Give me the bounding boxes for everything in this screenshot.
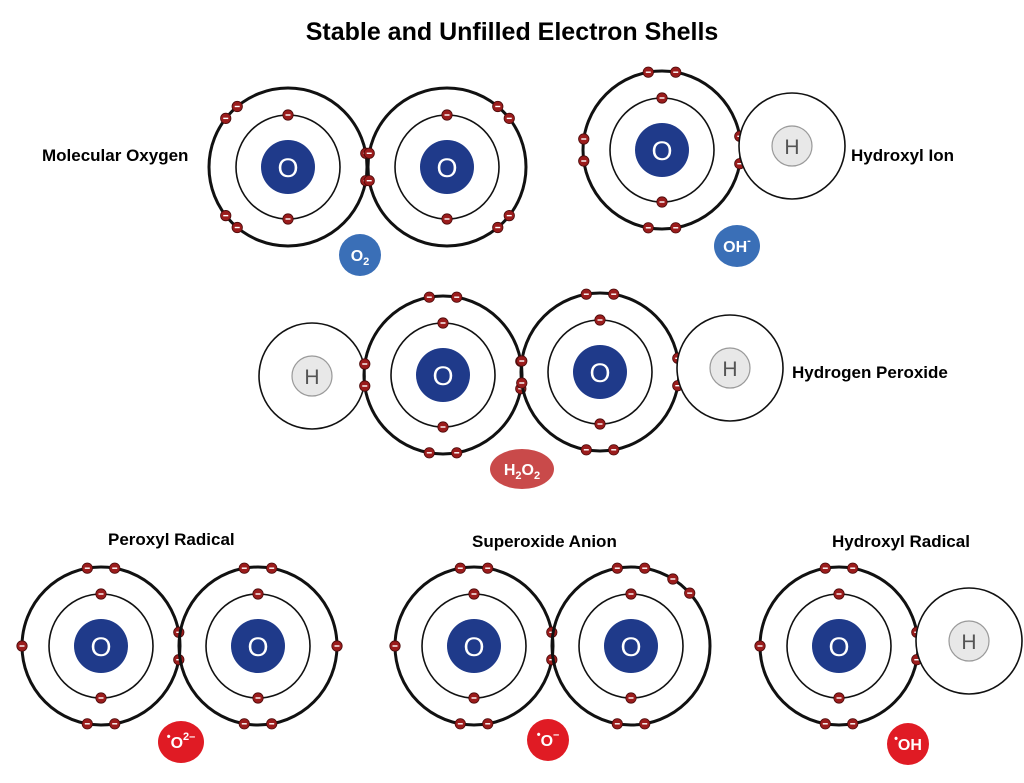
hydrogen-nucleus bbox=[291, 355, 333, 397]
outer-shell bbox=[550, 565, 712, 727]
oxygen-nucleus bbox=[812, 619, 866, 673]
hydrogen-symbol: H bbox=[304, 366, 319, 389]
oxygen-atom-oh-ion: O bbox=[578, 66, 746, 234]
formula-text: •O– bbox=[537, 729, 559, 750]
formula-text: H2O2 bbox=[504, 462, 540, 482]
label-hydroxyl-ion: Hydroxyl Ion bbox=[851, 146, 954, 165]
oxygen-symbol: O bbox=[90, 632, 111, 662]
label-peroxyl-radical: Peroxyl Radical bbox=[108, 530, 235, 549]
oxygen-nucleus bbox=[447, 619, 501, 673]
page-title: Stable and Unfilled Electron Shells bbox=[305, 18, 719, 46]
hydrogen-atom-hp-right: H bbox=[676, 314, 784, 422]
formula-text: O2 bbox=[351, 248, 370, 268]
hydrogen-atom-hp-left: H bbox=[258, 322, 366, 430]
formula-text: OH- bbox=[723, 235, 751, 256]
badge-h2o2: H2O2 bbox=[490, 449, 554, 489]
formula-badge-shape bbox=[714, 225, 760, 267]
oxygen-atom-sa-left: O bbox=[389, 562, 558, 730]
oxygen-symbol: O bbox=[589, 358, 610, 388]
label-hydrogen-peroxide: Hydrogen Peroxide bbox=[792, 363, 948, 382]
hydrogen-symbol: H bbox=[784, 136, 799, 159]
oxygen-nucleus bbox=[420, 140, 474, 194]
formula-badge-shape bbox=[339, 234, 381, 276]
oxygen-symbol: O bbox=[463, 632, 484, 662]
hydrogen-nucleus bbox=[709, 347, 751, 389]
hydrogen-atom-hr: H bbox=[915, 587, 1023, 695]
shells-layer: O O O H H O O H O O O O O H bbox=[16, 66, 1023, 730]
oxygen-symbol: O bbox=[277, 153, 298, 183]
oxygen-symbol: O bbox=[247, 632, 268, 662]
oxygen-symbol: O bbox=[436, 153, 457, 183]
hydrogen-nucleus bbox=[771, 125, 813, 167]
oxygen-nucleus bbox=[231, 619, 285, 673]
hydrogen-nucleus bbox=[948, 620, 990, 662]
formula-text: •OH bbox=[894, 733, 922, 754]
oxygen-nucleus bbox=[604, 619, 658, 673]
oxygen-symbol: O bbox=[432, 361, 453, 391]
oxygen-nucleus bbox=[635, 123, 689, 177]
oxygen-atom-mo-right: O bbox=[363, 86, 528, 248]
badge-hydroxyl-radical: •OH bbox=[887, 723, 929, 765]
oxygen-symbol: O bbox=[651, 136, 672, 166]
oxygen-nucleus bbox=[74, 619, 128, 673]
badges-layer: O2 OH- H2O2 •O2– •O– •OH bbox=[158, 225, 929, 765]
oxygen-symbol: O bbox=[828, 632, 849, 662]
oxygen-atom-hp-left: O bbox=[359, 291, 527, 459]
hydrogen-atom-oh-ion: H bbox=[738, 92, 846, 200]
oxygen-atom-mo-left: O bbox=[207, 86, 372, 248]
oxygen-atom-sa-right: O bbox=[550, 562, 712, 730]
badge-peroxyl-radical: •O2– bbox=[158, 721, 204, 763]
oxygen-atom-hr: O bbox=[754, 562, 923, 730]
oxygen-atom-pr-right: O bbox=[177, 562, 343, 730]
formula-badge-shape bbox=[527, 719, 569, 761]
hydrogen-symbol: H bbox=[961, 631, 976, 654]
oxygen-nucleus bbox=[261, 140, 315, 194]
formula-text: •O2– bbox=[167, 731, 196, 752]
formula-badge-shape bbox=[158, 721, 204, 763]
label-hydroxyl-radical: Hydroxyl Radical bbox=[832, 532, 970, 551]
formula-badge-shape bbox=[490, 449, 554, 489]
hydrogen-symbol: H bbox=[722, 358, 737, 381]
badge-o2: O2 bbox=[339, 234, 381, 276]
oxygen-atom-hp-right: O bbox=[516, 288, 684, 456]
badge-superoxide: •O– bbox=[527, 719, 569, 761]
oxygen-symbol: O bbox=[620, 632, 641, 662]
oxygen-nucleus bbox=[416, 348, 470, 402]
label-superoxide-anion: Superoxide Anion bbox=[472, 532, 617, 551]
oxygen-nucleus bbox=[573, 345, 627, 399]
label-molecular-oxygen: Molecular Oxygen bbox=[42, 146, 189, 165]
outer-shell bbox=[366, 86, 528, 248]
oxygen-atom-pr-left: O bbox=[16, 562, 185, 730]
badge-oh-ion: OH- bbox=[714, 225, 760, 267]
formula-badge-shape bbox=[887, 723, 929, 765]
